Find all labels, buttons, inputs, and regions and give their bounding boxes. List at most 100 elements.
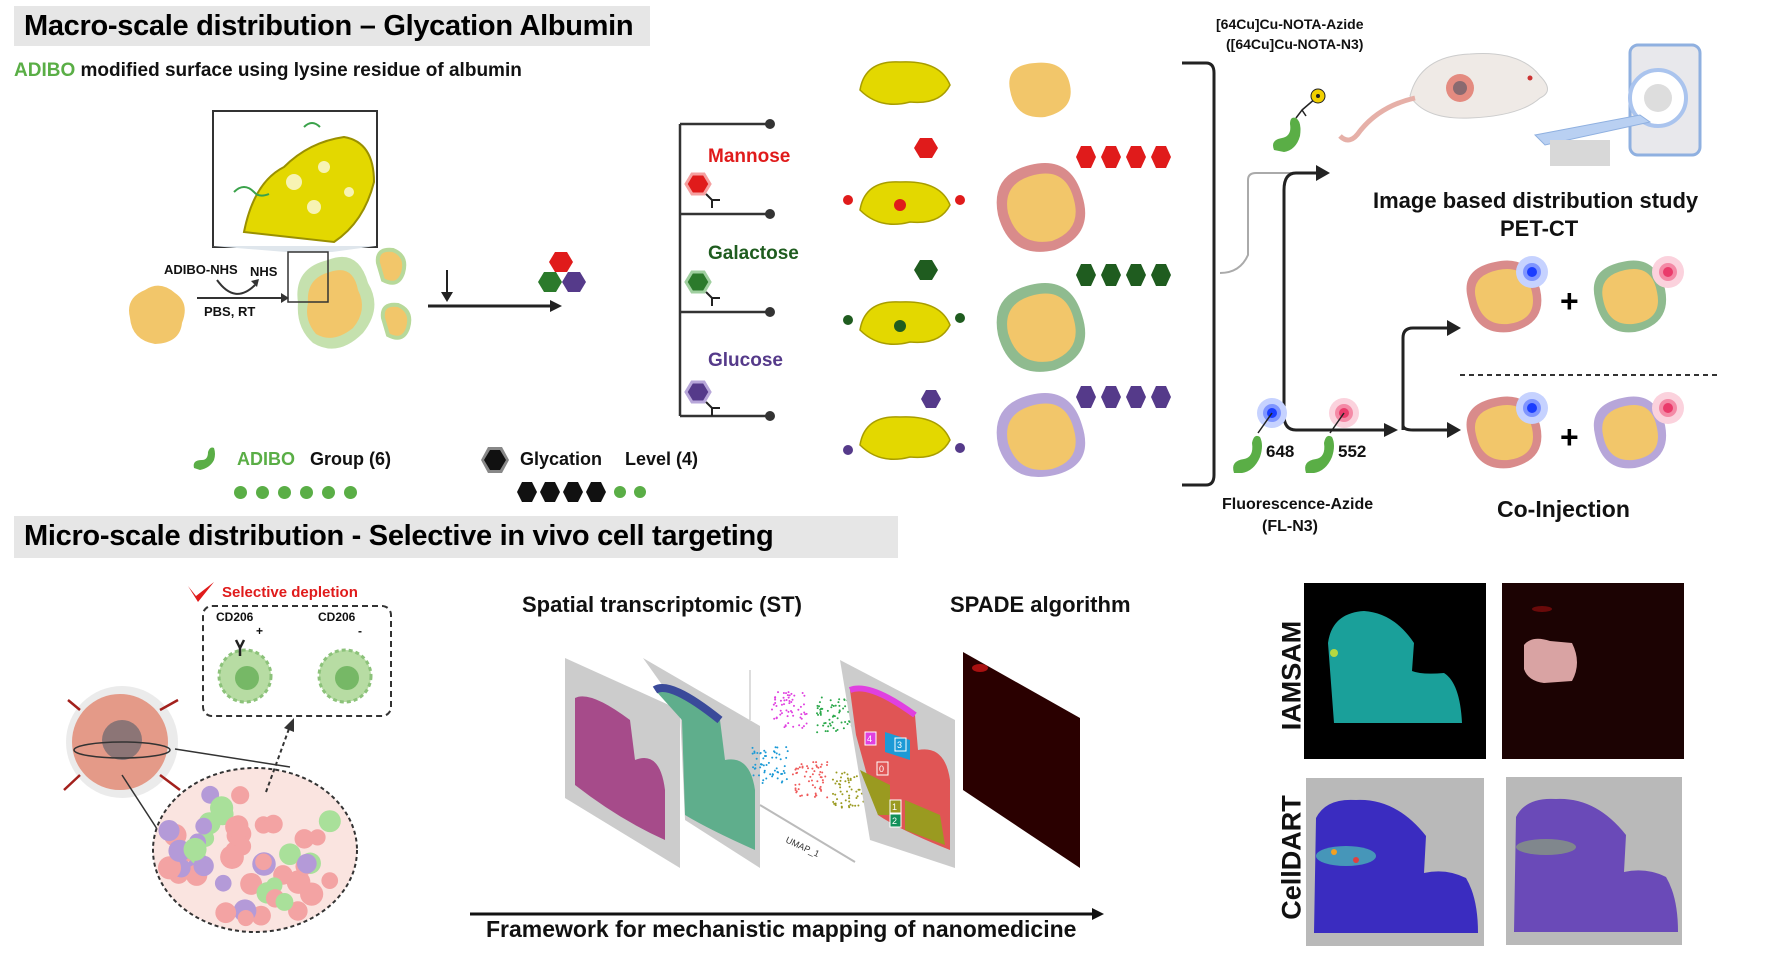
umap-point bbox=[839, 779, 842, 782]
umap-point bbox=[786, 750, 789, 753]
plus-sign: + bbox=[1560, 419, 1579, 455]
umap-point bbox=[805, 722, 808, 725]
protein-structure-inset bbox=[212, 110, 378, 248]
coinjection-divider bbox=[1460, 374, 1720, 376]
tme-cell bbox=[318, 810, 341, 833]
umap-point bbox=[854, 804, 857, 807]
umap-point bbox=[761, 781, 764, 784]
umap-point bbox=[821, 779, 824, 782]
coinjection-label: Co-Injection bbox=[1497, 496, 1630, 522]
he-tissue bbox=[575, 696, 665, 840]
reagent-label: ADIBO-NHS bbox=[164, 262, 238, 277]
umap-point bbox=[775, 756, 778, 759]
umap-point bbox=[763, 769, 766, 772]
umap-point bbox=[816, 707, 819, 710]
umap-point bbox=[788, 694, 791, 697]
framework-arrow bbox=[470, 908, 1104, 920]
tme-cell bbox=[321, 872, 339, 889]
umap-point bbox=[800, 794, 803, 797]
umap-point bbox=[788, 700, 791, 703]
umap-point bbox=[788, 702, 791, 705]
probe-bracket bbox=[1182, 61, 1398, 487]
adibo-dot bbox=[322, 486, 335, 499]
umap-point bbox=[792, 725, 795, 728]
macro-title-text: Macro-scale distribution – Glycation Alb… bbox=[24, 10, 634, 42]
selective-depletion-label: Selective depletion bbox=[222, 584, 358, 601]
umap-point bbox=[838, 704, 841, 707]
umap-point bbox=[836, 717, 839, 720]
umap-point bbox=[803, 694, 806, 697]
umap-point bbox=[801, 766, 804, 769]
umap-point bbox=[801, 726, 804, 729]
umap-point bbox=[769, 773, 772, 776]
umap-point bbox=[771, 775, 774, 778]
umap-point bbox=[829, 699, 832, 702]
umap-point bbox=[764, 751, 767, 754]
umap-point bbox=[855, 775, 858, 778]
legend-level-label: Level (4) bbox=[625, 449, 699, 469]
umap-point bbox=[832, 800, 835, 803]
umap-point bbox=[841, 793, 844, 796]
umap-point bbox=[819, 712, 822, 715]
iamsam-panel-1 bbox=[1304, 583, 1486, 759]
umap-point bbox=[802, 725, 805, 728]
glycation-arrow bbox=[428, 270, 562, 312]
umap-point bbox=[779, 713, 782, 716]
glycation-level-indicator bbox=[517, 482, 646, 502]
umap-point bbox=[783, 699, 786, 702]
coinjection-pair-galactose: + bbox=[1466, 256, 1684, 333]
umap-point bbox=[784, 724, 787, 727]
glycation-hex bbox=[563, 482, 583, 502]
albumin-blob-icon bbox=[129, 285, 185, 344]
umap-point bbox=[778, 753, 781, 756]
umap-point bbox=[797, 788, 800, 791]
umap-point bbox=[839, 786, 842, 789]
cd206-cell-box bbox=[202, 605, 392, 717]
umap-point bbox=[803, 775, 806, 778]
umap-point bbox=[794, 787, 797, 790]
umap-point bbox=[782, 691, 785, 694]
umap-point bbox=[846, 723, 849, 726]
dye-648-label: 648 bbox=[1266, 442, 1295, 461]
umap-point bbox=[843, 699, 846, 702]
umap-point bbox=[759, 766, 762, 769]
umap-point bbox=[786, 715, 789, 718]
umap-point bbox=[819, 765, 822, 768]
cluster-label: 0 bbox=[876, 761, 889, 776]
tme-cell bbox=[266, 877, 283, 894]
umap-point bbox=[816, 724, 819, 727]
tme-cell bbox=[195, 817, 213, 835]
umap-point bbox=[836, 798, 839, 801]
umap-point bbox=[806, 794, 809, 797]
umap-point bbox=[777, 691, 780, 694]
umap-point bbox=[799, 716, 802, 719]
umap-point bbox=[781, 780, 784, 783]
cluster-label: 3 bbox=[894, 737, 907, 752]
umap-point bbox=[785, 709, 788, 712]
umap-point bbox=[787, 696, 790, 699]
umap-point bbox=[776, 746, 779, 749]
umap-point bbox=[777, 771, 780, 774]
umap-point bbox=[857, 804, 860, 807]
umap-point bbox=[792, 714, 795, 717]
tme-cell bbox=[183, 837, 207, 861]
umap-point bbox=[835, 771, 838, 774]
tme-cell bbox=[215, 902, 237, 924]
umap-point bbox=[799, 705, 802, 708]
svg-text:4: 4 bbox=[867, 734, 872, 744]
umap-point bbox=[771, 756, 774, 759]
pet-probe-line2: ([64Cu]Cu-NOTA-N3) bbox=[1226, 36, 1364, 52]
umap-point bbox=[822, 781, 825, 784]
umap-point bbox=[819, 713, 822, 716]
galactose-glycation-hexes bbox=[1076, 264, 1171, 286]
tme-cell bbox=[255, 853, 272, 871]
pet-study-line1: Image based distribution study bbox=[1373, 188, 1699, 213]
macrophage-cd206-positive-icon bbox=[217, 639, 273, 704]
coinjection-branch-arrows bbox=[1401, 320, 1461, 438]
umap-point bbox=[807, 780, 810, 783]
umap-point bbox=[826, 796, 829, 799]
umap-point bbox=[840, 721, 843, 724]
glucose-glycation-hexes bbox=[1076, 386, 1171, 408]
umap-point bbox=[846, 773, 849, 776]
umap-point bbox=[831, 704, 834, 707]
